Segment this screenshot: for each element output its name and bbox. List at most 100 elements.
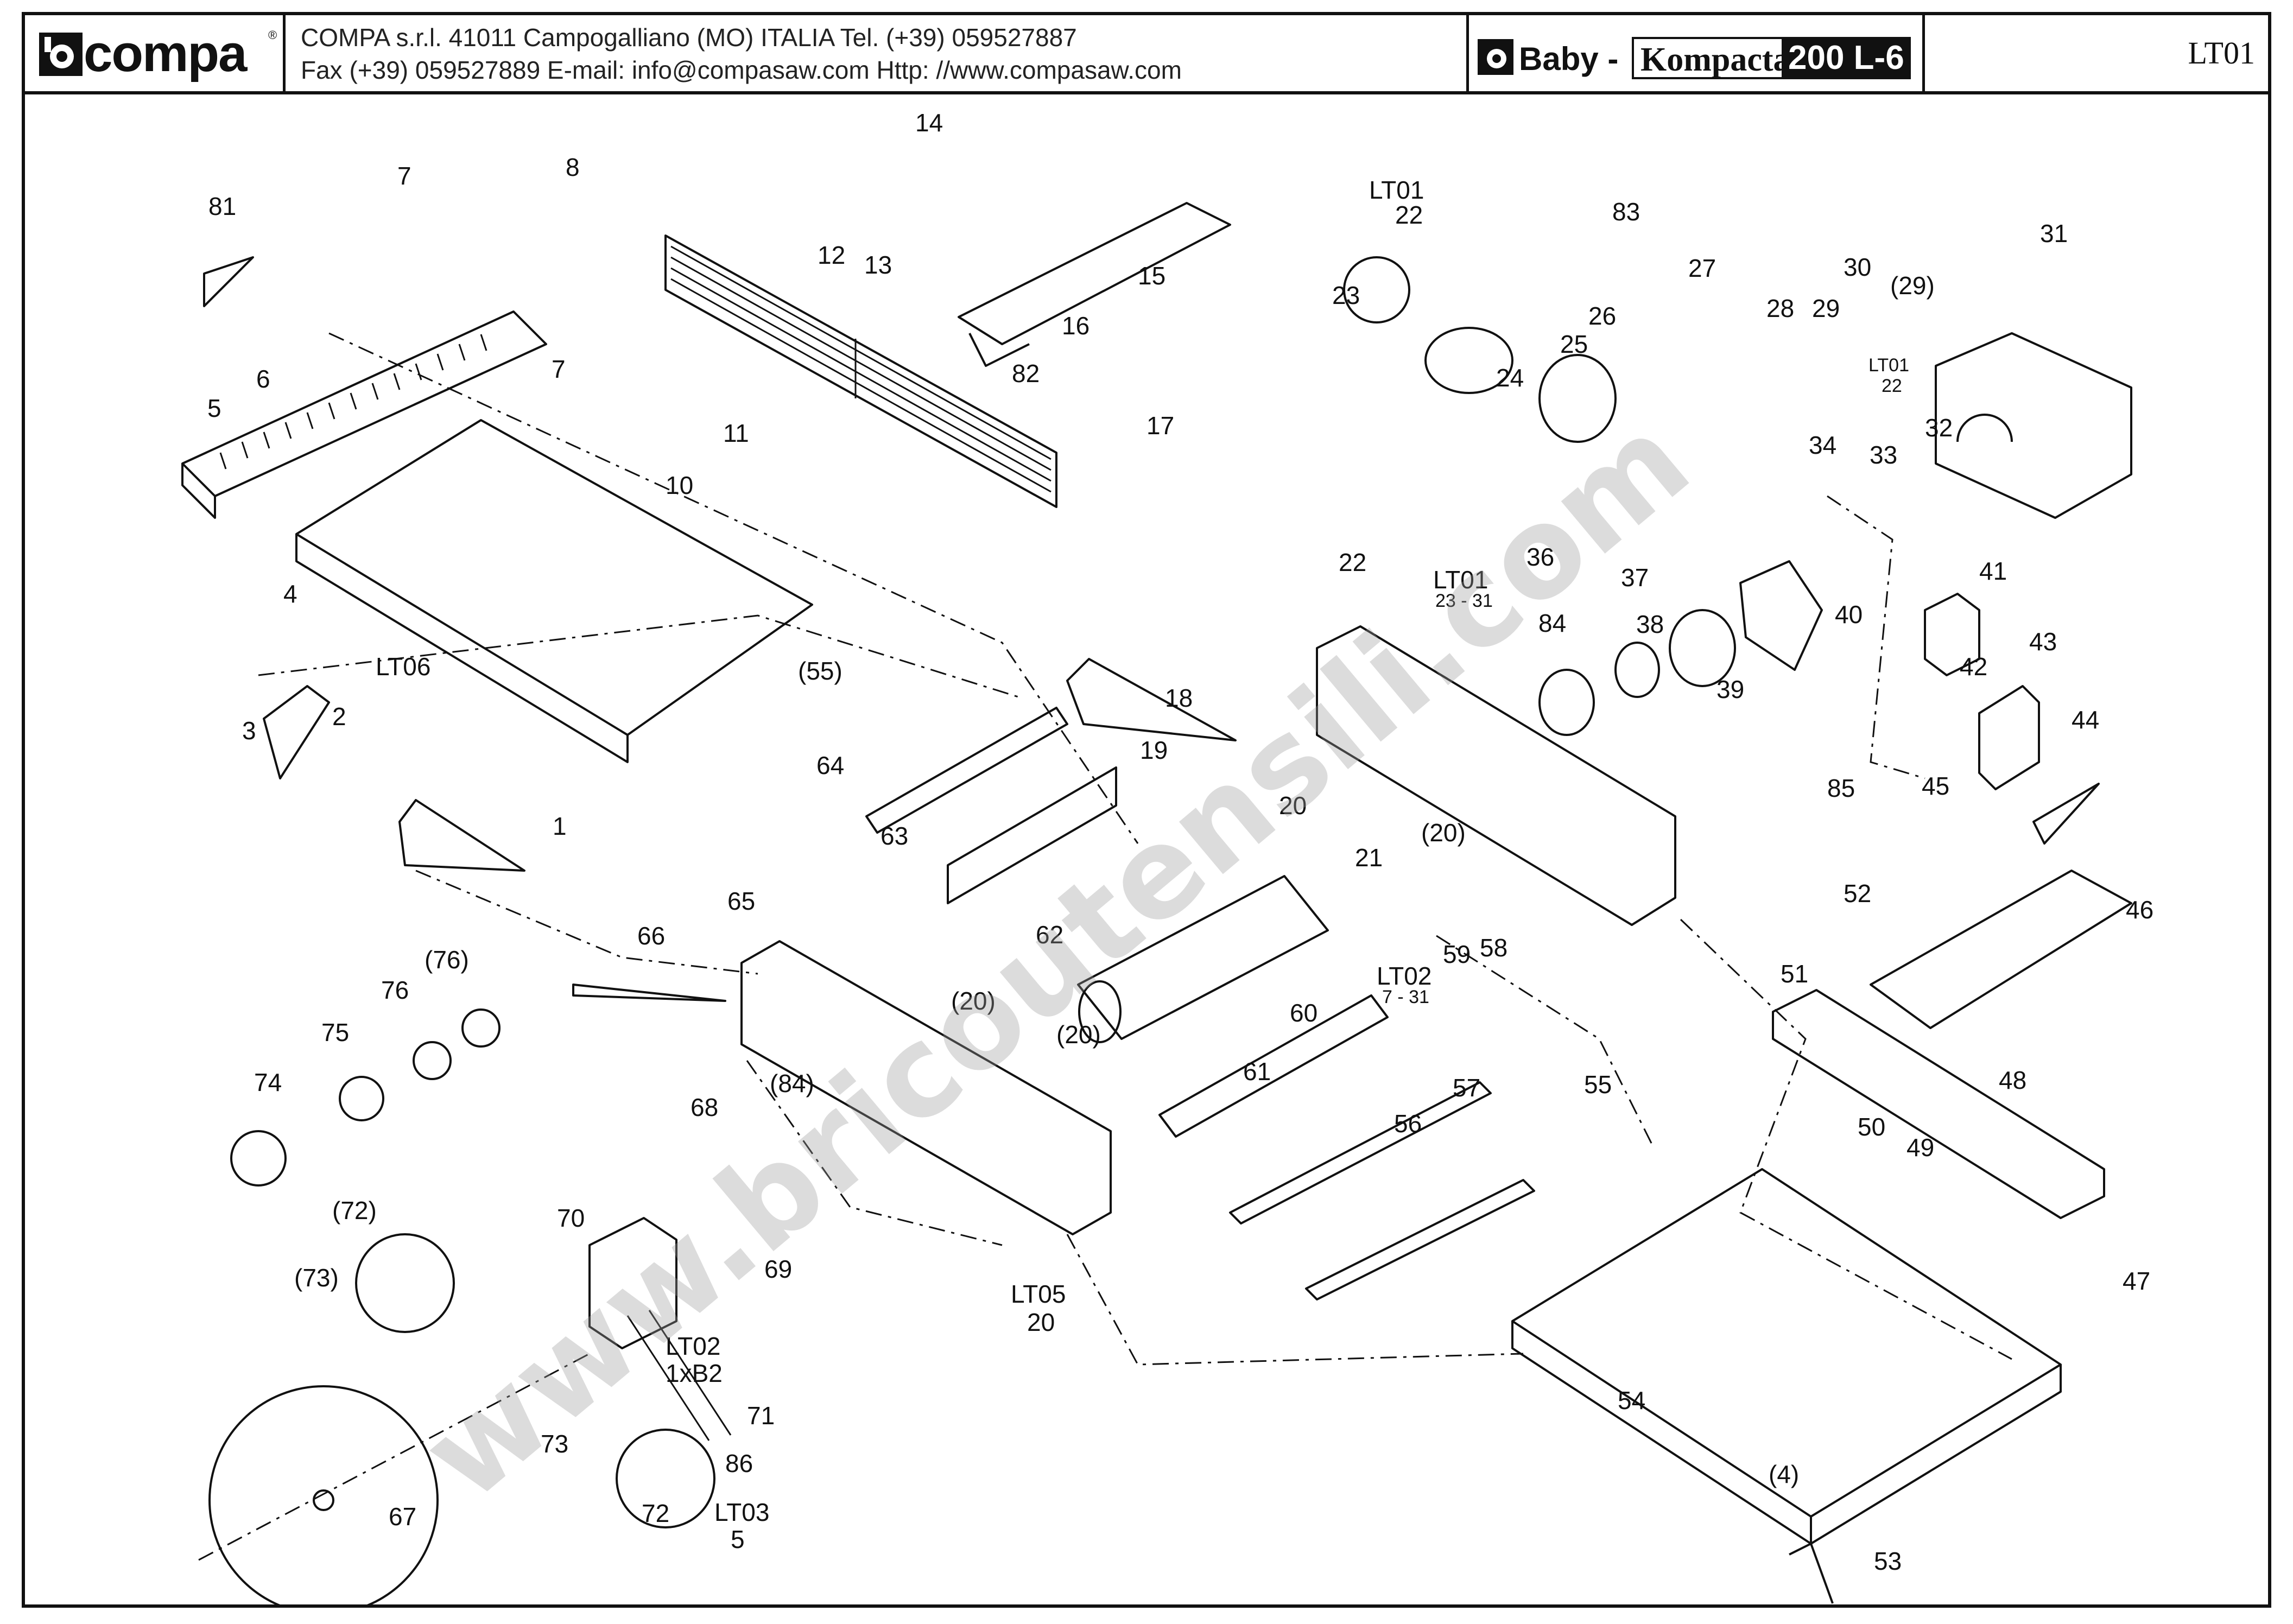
bearing-23 xyxy=(1343,256,1410,323)
label-part-52: 52 xyxy=(1844,879,1871,908)
label-part-23: 23 xyxy=(1332,281,1360,309)
part-drawings xyxy=(181,202,2132,1604)
ref-lt03-sub: 5 xyxy=(731,1525,745,1553)
label-part-46: 46 xyxy=(2126,896,2153,924)
label-part-55b: (55) xyxy=(798,657,843,685)
label-part-76: 76 xyxy=(381,976,409,1004)
label-part-20c: (20) xyxy=(951,987,996,1015)
label-part-12: 12 xyxy=(818,241,845,269)
label-part-37: 37 xyxy=(1621,563,1649,592)
infeed-table xyxy=(295,419,813,763)
label-part-34: 34 xyxy=(1809,431,1836,459)
label-part-22: 22 xyxy=(1339,548,1366,576)
ref-lt06: LT06 xyxy=(376,652,430,681)
label-part-86: 86 xyxy=(725,1449,753,1477)
label-part-30: 30 xyxy=(1844,253,1871,281)
registered-mark: ® xyxy=(268,28,277,42)
label-part-36: 36 xyxy=(1526,543,1554,571)
cutter-guard-ribs xyxy=(670,245,1052,493)
label-part-44: 44 xyxy=(2072,706,2099,734)
label-part-74: 74 xyxy=(254,1068,282,1096)
ref-lt01-22-b: LT01 xyxy=(1868,355,1909,376)
label-part-4b: (4) xyxy=(1769,1460,1799,1488)
label-part-76b: (76) xyxy=(425,946,469,974)
label-part-45: 45 xyxy=(1922,772,1949,800)
label-part-58: 58 xyxy=(1480,934,1507,962)
fence-rule xyxy=(181,310,547,519)
support-roller xyxy=(1229,1081,1492,1225)
ref-lt02-1xb2: LT02 xyxy=(666,1332,720,1360)
label-part-63: 63 xyxy=(881,822,908,850)
label-part-71: 71 xyxy=(747,1401,775,1430)
label-part-48: 48 xyxy=(1999,1066,2026,1094)
label-part-64: 64 xyxy=(816,751,844,779)
ref-lt05: LT05 xyxy=(1011,1280,1066,1308)
label-part-4: 4 xyxy=(283,580,297,608)
label-part-27: 27 xyxy=(1688,254,1716,282)
rail-63 xyxy=(865,707,1068,834)
ref-lt01-22-b-sub: 22 xyxy=(1882,376,1902,396)
model-name: Kompacta xyxy=(1632,37,1799,79)
label-part-84: 84 xyxy=(1538,609,1566,637)
ref-lt03: LT03 xyxy=(714,1498,769,1526)
exploded-parts-diagram: 1 2 3 4 (4) 5 6 7 7 8 10 11 12 13 14 15 … xyxy=(181,109,2153,1604)
label-part-55: 55 xyxy=(1584,1070,1612,1099)
label-part-61: 61 xyxy=(1243,1057,1271,1086)
label-part-8: 8 xyxy=(566,153,580,181)
logo-wordmark: compa xyxy=(84,24,247,83)
cutter-block xyxy=(1077,875,1329,1040)
label-part-83: 83 xyxy=(1612,198,1640,226)
label-part-43: 43 xyxy=(2029,627,2057,656)
title-block: compa ® COMPA s.r.l. 41011 Campogalliano… xyxy=(25,15,2268,94)
label-part-54: 54 xyxy=(1618,1386,1645,1414)
label-part-40: 40 xyxy=(1835,600,1863,629)
model-cell: Baby - Kompacta 200 L-6 xyxy=(1469,15,1925,91)
ref-lt02-7-31-sub: 7 - 31 xyxy=(1382,987,1429,1007)
clamp-81 xyxy=(203,256,254,307)
label-part-84b: (84) xyxy=(770,1069,814,1098)
machine-base-side xyxy=(740,940,1112,1235)
label-part-72: 72 xyxy=(642,1499,669,1527)
ref-lt02-1xb2-sub: 1xB2 xyxy=(666,1359,723,1387)
rod-66 xyxy=(572,984,726,1002)
ref-lt02-7-31: LT02 xyxy=(1377,962,1431,990)
motor-fan-40 xyxy=(1739,560,1823,671)
label-part-2: 2 xyxy=(332,702,346,731)
label-part-5: 5 xyxy=(207,394,221,422)
label-part-29b: (29) xyxy=(1890,271,1935,300)
flange-39 xyxy=(1669,609,1736,687)
chip-deflector xyxy=(1870,870,2132,1029)
label-part-56: 56 xyxy=(1394,1109,1422,1138)
label-part-59: 59 xyxy=(1443,940,1471,968)
motor-rotor xyxy=(1424,327,1513,394)
label-part-7a: 7 xyxy=(397,162,411,190)
label-part-20b: (20) xyxy=(1421,819,1466,847)
label-part-14: 14 xyxy=(915,109,943,137)
label-part-53: 53 xyxy=(1874,1547,1902,1575)
label-part-68: 68 xyxy=(691,1093,718,1121)
large-sprocket xyxy=(208,1385,439,1604)
label-part-10: 10 xyxy=(666,471,693,499)
label-part-26: 26 xyxy=(1588,302,1616,330)
label-part-81: 81 xyxy=(208,192,236,220)
ref-lt01-23-31: LT01 xyxy=(1433,566,1488,594)
label-part-82: 82 xyxy=(1012,359,1040,388)
drawing-sheet: compa ® COMPA s.r.l. 41011 Campogalliano… xyxy=(22,12,2271,1608)
fence-scale-marks xyxy=(219,334,487,470)
ref-lt05-sub: 20 xyxy=(1027,1308,1055,1336)
cutter-guard xyxy=(664,234,1057,508)
label-part-28: 28 xyxy=(1766,294,1794,322)
company-info-cell: COMPA s.r.l. 41011 Campogalliano (MO) IT… xyxy=(286,15,1469,91)
label-part-19: 19 xyxy=(1140,736,1168,764)
motor-housing xyxy=(1935,332,2132,519)
label-part-18: 18 xyxy=(1165,684,1193,712)
company-address-line: COMPA s.r.l. 41011 Campogalliano (MO) IT… xyxy=(301,23,1077,52)
label-part-1: 1 xyxy=(553,812,567,840)
label-part-16: 16 xyxy=(1062,312,1090,340)
label-part-38: 38 xyxy=(1636,610,1664,638)
label-part-51: 51 xyxy=(1781,960,1808,988)
pulley-38 xyxy=(1614,642,1660,698)
outfeed-rail xyxy=(1772,989,2105,1219)
support-arm-1 xyxy=(398,799,525,872)
sprocket-72b xyxy=(616,1429,715,1528)
